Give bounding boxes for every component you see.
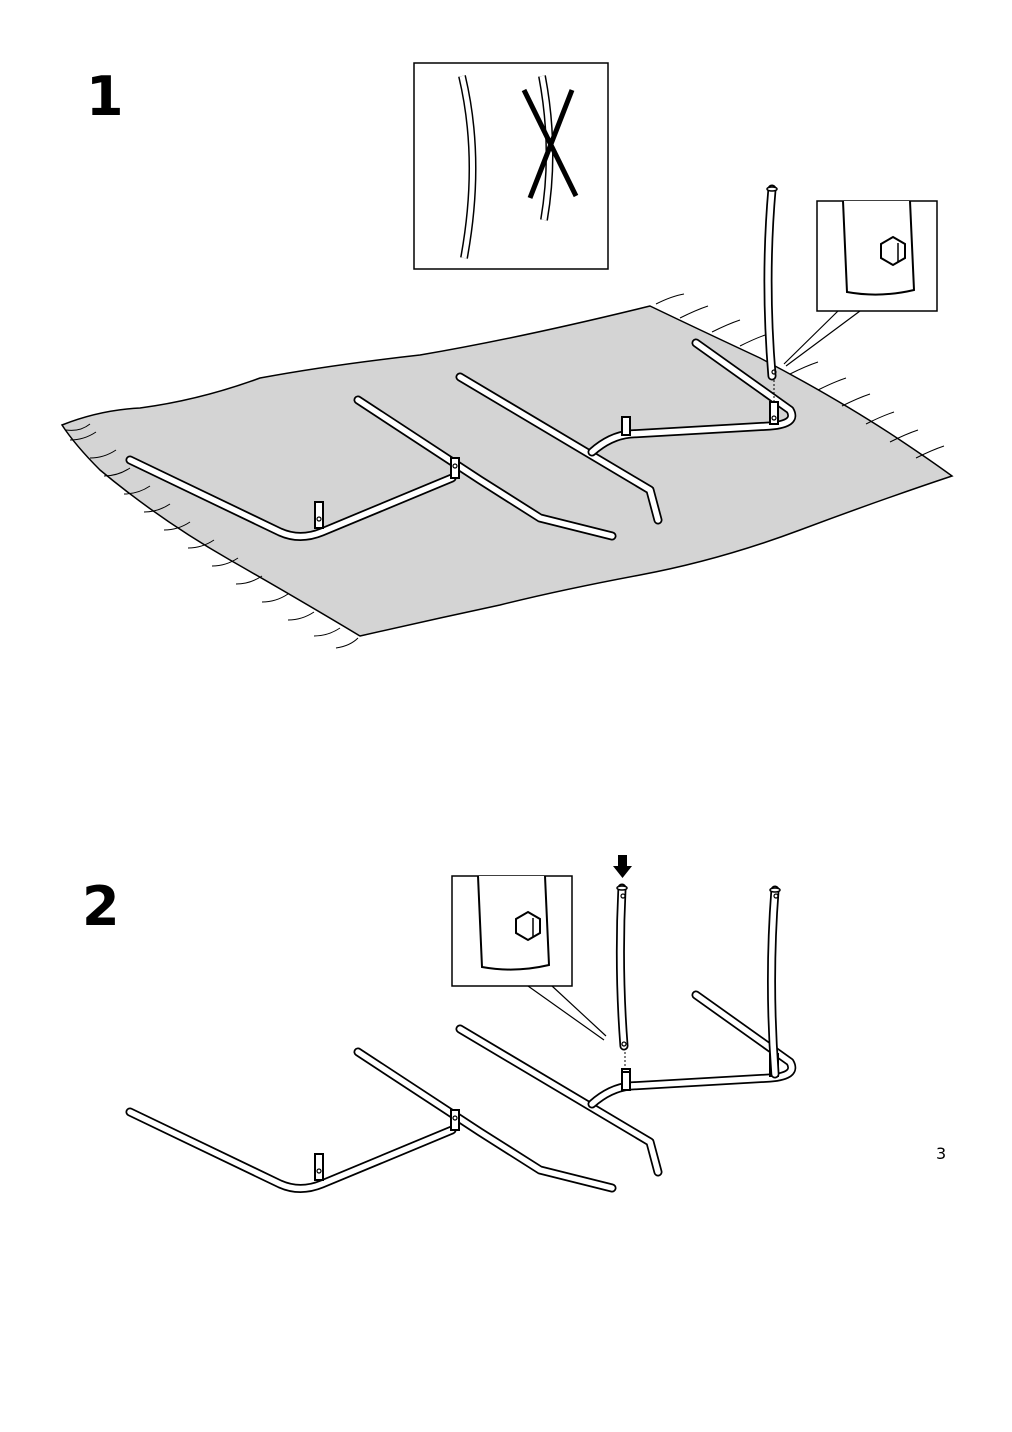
hex-bolt-icon xyxy=(880,235,906,267)
step-1-illustration xyxy=(60,62,954,649)
upright-tube-step1 xyxy=(763,184,778,402)
step-2-illustration xyxy=(130,855,792,1189)
upright-tube-step2 xyxy=(615,883,631,1091)
hex-bolt-icon xyxy=(515,910,541,942)
detail-callout-step1 xyxy=(783,200,938,367)
straight-tube-ok-icon xyxy=(458,75,477,259)
crossed-tube-wrong-icon xyxy=(521,75,579,221)
step-2-number: 2 xyxy=(82,875,120,938)
detail-callout-step2 xyxy=(451,875,607,1041)
orientation-inset xyxy=(413,62,609,270)
page-number: 3 xyxy=(936,1144,947,1163)
rug xyxy=(60,305,954,637)
upright-tube-installed xyxy=(767,885,781,1079)
step-1-number: 1 xyxy=(86,65,124,128)
rug-fringe xyxy=(65,293,945,649)
down-arrow-icon xyxy=(613,855,632,878)
